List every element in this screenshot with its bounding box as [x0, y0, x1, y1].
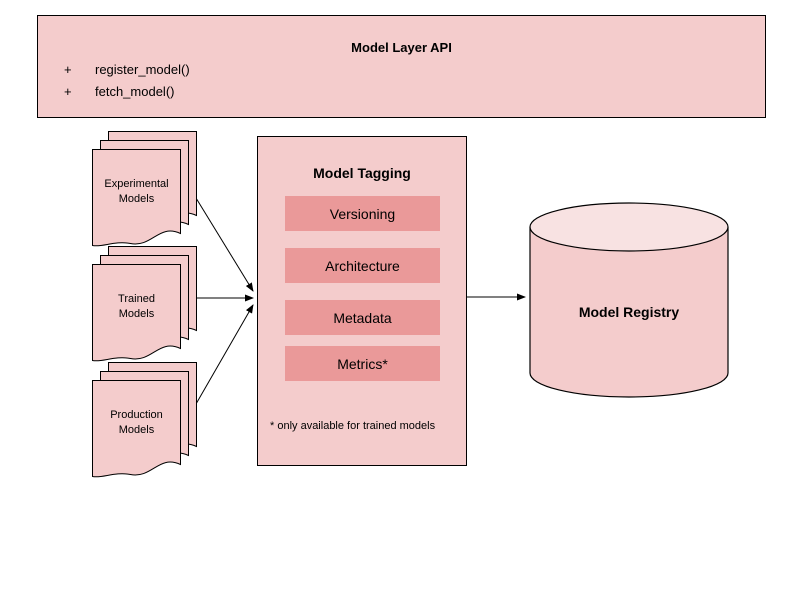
stack-label: Experimental Models	[104, 178, 169, 205]
document-stack-icon	[92, 131, 197, 247]
stack-label: Production Models	[110, 409, 163, 436]
api-method-fetch: + fetch_model()	[64, 84, 174, 99]
stack-label: Trained Models	[118, 293, 155, 320]
api-method-label: register_model()	[95, 62, 190, 77]
tag-versioning: Versioning	[285, 196, 440, 231]
tag-architecture: Architecture	[285, 248, 440, 283]
api-method-register: + register_model()	[64, 62, 190, 77]
api-method-label: fetch_model()	[95, 84, 175, 99]
plus-bullet: +	[64, 62, 72, 77]
database-cylinder-icon	[529, 202, 729, 398]
document-stack-icon	[92, 246, 197, 362]
arrow-production-to-tagging	[195, 304, 254, 405]
stack-experimental-models: Experimental Models	[92, 131, 198, 249]
api-banner-title: Model Layer API	[351, 40, 452, 55]
registry-label: Model Registry	[578, 304, 680, 320]
model-tagging-panel: Model Tagging Versioning Architecture Me…	[257, 136, 467, 466]
plus-bullet: +	[64, 84, 72, 99]
arrow-experimental-to-tagging	[195, 197, 254, 292]
tag-metadata: Metadata	[285, 300, 440, 335]
document-stack-icon	[92, 362, 197, 478]
tagging-title: Model Tagging	[313, 165, 411, 181]
stack-production-models: Production Models	[92, 362, 198, 480]
api-banner: Model Layer API + register_model() + fet…	[37, 15, 766, 118]
tag-metrics: Metrics*	[285, 346, 440, 381]
tagging-footnote: * only available for trained models	[270, 420, 436, 432]
stack-trained-models: Trained Models	[92, 246, 198, 364]
